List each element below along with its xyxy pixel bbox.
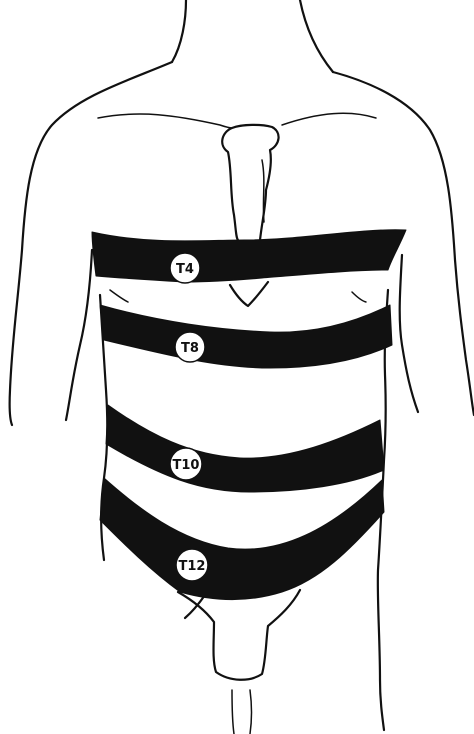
sternum-outline [222,125,278,240]
label-t10-text: T10 [173,458,200,473]
neck-right-line [300,0,333,72]
right-chest-detail [352,292,366,302]
band-t12 [100,478,384,600]
dermatome-bands [92,230,406,600]
label-t4: T4 [170,253,200,283]
groin-outline [178,590,300,680]
band-t4 [92,230,406,282]
sternum-inner-line [262,160,264,222]
label-t12: T12 [176,549,208,581]
left-chest-detail [110,290,128,302]
label-t8: T8 [175,332,205,362]
lower-leg-right [250,690,252,734]
label-t10: T10 [170,448,202,480]
label-t12-text: T12 [179,559,206,574]
xiphoid-process [230,282,268,306]
neck-left-line [172,0,186,62]
label-t4-text: T4 [176,262,194,277]
right-clavicle [282,113,376,125]
left-clavicle [98,114,232,128]
lower-leg-left [232,690,234,734]
right-arm-inner-line [400,255,418,412]
band-t8 [100,305,392,368]
left-arm-inner-line [66,250,92,420]
band-t10 [106,405,384,492]
label-t8-text: T8 [181,341,199,356]
